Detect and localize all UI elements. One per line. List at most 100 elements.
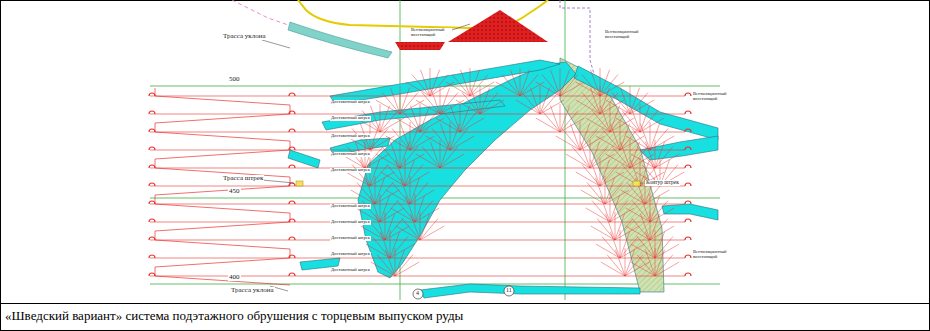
- drill-hole: [480, 100, 504, 114]
- drift-label: Трасса штрек: [222, 175, 264, 182]
- drill-hole: [371, 262, 395, 276]
- drill-hole: [580, 142, 590, 168]
- drill-hole: [540, 86, 541, 114]
- drift-arch: [685, 93, 691, 96]
- drill-hole: [622, 111, 640, 132]
- drill-hole: [420, 106, 430, 132]
- drill-hole: [601, 262, 625, 276]
- drill-hole: [496, 82, 520, 96]
- drift-label: Доставочный штрек: [330, 100, 371, 105]
- drill-hole: [612, 93, 630, 114]
- drift-marker: [633, 181, 640, 186]
- drift-label: Доставочный штрек: [330, 152, 371, 157]
- drift-arch: [149, 219, 155, 222]
- drill-hole: [377, 255, 395, 276]
- drill-hole: [440, 88, 450, 114]
- drill-hole: [415, 194, 416, 222]
- drill-hole: [630, 160, 640, 186]
- drill-hole: [616, 118, 640, 132]
- drill-hole: [622, 165, 640, 186]
- drill-hole: [590, 154, 614, 168]
- drill-hole: [400, 88, 410, 114]
- raise-label: Вентиляционный восстающий: [692, 92, 734, 101]
- drill-hole: [632, 201, 650, 222]
- drill-hole: [430, 70, 440, 96]
- drill-hole: [645, 142, 655, 168]
- drift-arch: [149, 183, 155, 186]
- drill-hole: [620, 136, 644, 150]
- drift-arch: [149, 237, 155, 240]
- drill-hole: [645, 250, 655, 276]
- drill-hole: [440, 147, 458, 168]
- drift-line: [150, 222, 685, 223]
- drill-hole: [420, 70, 430, 96]
- drift-line: [150, 96, 685, 97]
- drill-hole: [625, 248, 626, 276]
- drift-label: Доставочный штрек: [330, 116, 371, 121]
- drill-hole: [405, 196, 415, 222]
- drift-arch: [289, 147, 295, 150]
- drift-line: [150, 186, 685, 187]
- drift-arch: [289, 255, 295, 258]
- drill-hole: [362, 111, 380, 132]
- sublevel-drifts: [150, 96, 685, 276]
- drift-line: [150, 168, 685, 169]
- drift-arch: [149, 93, 155, 96]
- drill-hole: [520, 82, 544, 96]
- drift-label: Контур штрек: [645, 180, 680, 186]
- drill-hole: [440, 154, 464, 168]
- drill-hole: [430, 82, 454, 96]
- drill-hole: [600, 165, 618, 186]
- drill-hole: [640, 104, 641, 132]
- drill-hole: [637, 255, 655, 276]
- drill-hole: [631, 244, 655, 258]
- drill-hole: [572, 147, 590, 168]
- drill-hole: [650, 219, 668, 240]
- drill-hole: [620, 142, 630, 168]
- drill-hole: [640, 118, 664, 132]
- drill-hole: [375, 214, 385, 240]
- drill-hole: [480, 93, 498, 114]
- drill-hole: [460, 104, 461, 132]
- drill-hole: [655, 140, 656, 168]
- drill-hole: [576, 100, 600, 114]
- drill-hole: [640, 111, 658, 132]
- drill-hole: [440, 93, 458, 114]
- drill-hole: [580, 136, 604, 150]
- drill-hole: [365, 147, 383, 168]
- drill-hole: [370, 106, 380, 132]
- drill-hole: [410, 122, 411, 150]
- drill-hole: [380, 111, 398, 132]
- drill-hole: [450, 124, 460, 150]
- drift-arch: [149, 201, 155, 204]
- drift-arch: [685, 219, 691, 222]
- drill-hole: [395, 262, 419, 276]
- drift-marker: [296, 181, 303, 186]
- drill-hole: [630, 140, 631, 168]
- drill-hole: [400, 86, 401, 114]
- drill-hole: [580, 124, 590, 150]
- drill-hole: [605, 214, 615, 240]
- drill-hole: [610, 232, 620, 258]
- drill-hole: [536, 82, 560, 96]
- elevation-mark: 500: [228, 76, 241, 83]
- drill-hole: [630, 86, 631, 114]
- drift-profile: [149, 93, 691, 276]
- drill-hole: [510, 70, 520, 96]
- drill-hole: [430, 88, 440, 114]
- drill-hole: [540, 100, 564, 114]
- caption-rule: [0, 303, 930, 304]
- drill-hole: [416, 100, 440, 114]
- drill-hole: [606, 100, 630, 114]
- drill-hole: [365, 178, 375, 204]
- drill-hole: [402, 219, 420, 240]
- drill-hole: [620, 124, 630, 150]
- drill-hole: [410, 129, 428, 150]
- drill-hole: [522, 93, 540, 114]
- drill-hole: [615, 212, 616, 240]
- drill-hole: [596, 136, 620, 150]
- drill-hole: [450, 129, 468, 150]
- drill-hole: [430, 142, 440, 168]
- drill-hole: [410, 124, 420, 150]
- drill-hole: [400, 178, 410, 204]
